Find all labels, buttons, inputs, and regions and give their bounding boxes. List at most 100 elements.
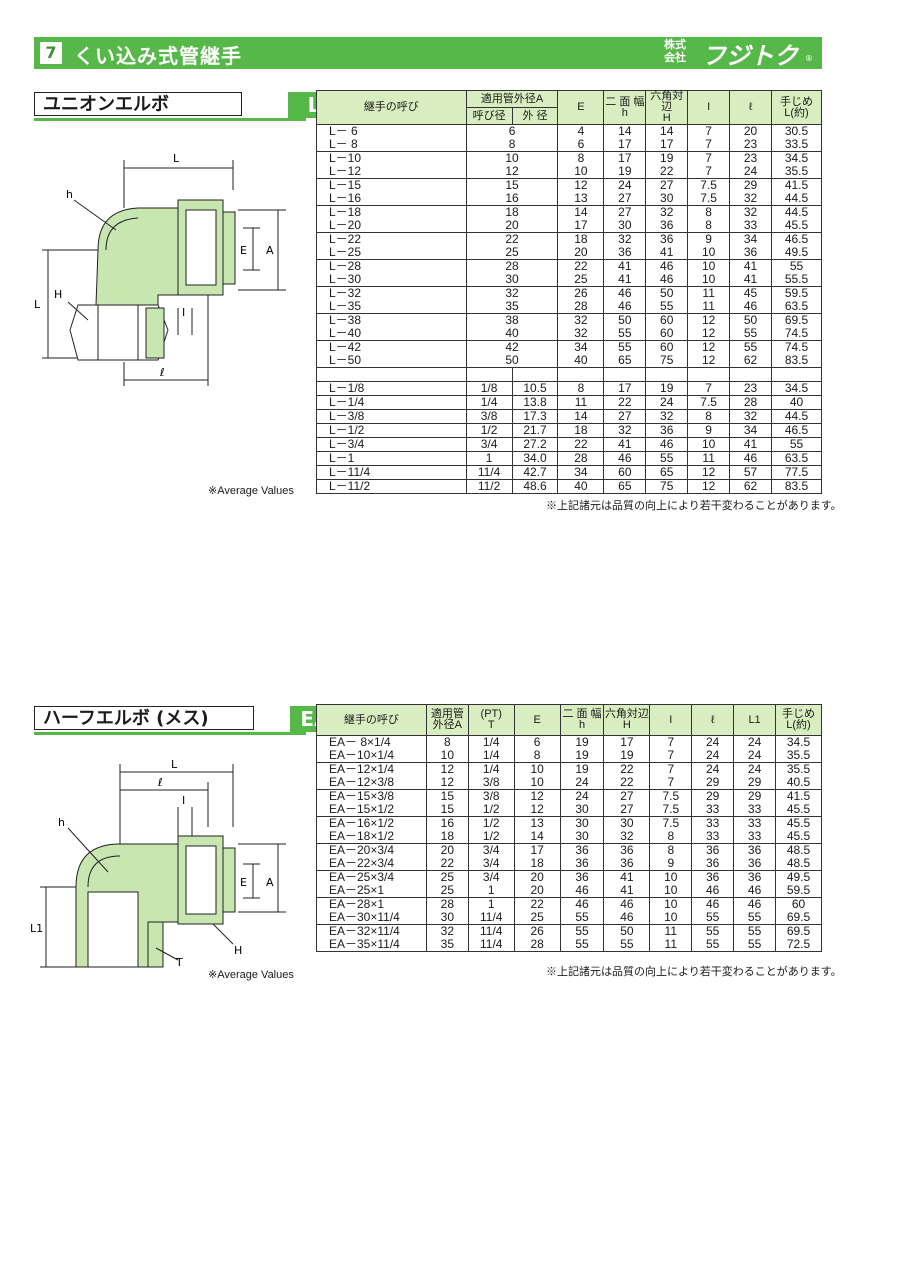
table-cell: 3/4 bbox=[467, 843, 515, 857]
fitting-designation-cell: L－22 bbox=[316, 232, 467, 246]
dim-label-E: E bbox=[240, 244, 247, 257]
table-cell: 8 bbox=[465, 138, 559, 152]
table-cell: 23 bbox=[729, 138, 773, 152]
col-header-tube-od: 適用管外径A bbox=[465, 90, 559, 108]
table-cell: 18 bbox=[513, 857, 561, 871]
table-cell: 41 bbox=[603, 437, 647, 452]
table-cell: 33 bbox=[733, 803, 777, 817]
dim-label-ell: ℓ bbox=[159, 366, 165, 379]
dim-label-h: h bbox=[66, 188, 73, 201]
table-cell: 19 bbox=[559, 762, 605, 776]
table-cell: 12 bbox=[513, 789, 561, 803]
col-header-ell: ℓ bbox=[729, 90, 773, 125]
table-cell: 41 bbox=[729, 437, 773, 452]
col-header-T: (PT)T bbox=[467, 704, 515, 736]
table-cell: 49.5 bbox=[771, 246, 822, 260]
table-cell: 36 bbox=[559, 857, 605, 871]
table-cell: 46.5 bbox=[771, 423, 822, 438]
blank-row-group bbox=[316, 367, 822, 382]
table-cell: 55 bbox=[771, 437, 822, 452]
col-header-E: E bbox=[513, 704, 561, 736]
table-cell: 45.5 bbox=[775, 803, 822, 817]
registered-mark: ® bbox=[805, 54, 813, 63]
table-cell: 27 bbox=[603, 803, 651, 817]
table-cell: 29 bbox=[733, 776, 777, 790]
table-cell: 55 bbox=[603, 327, 647, 341]
table-cell: 46 bbox=[645, 437, 689, 452]
table-cell: 55 bbox=[559, 911, 605, 925]
table-cell: 24 bbox=[691, 749, 735, 763]
table-cell: 19 bbox=[559, 749, 605, 763]
table-cell: 3/8 bbox=[467, 776, 515, 790]
table-cell: 8 bbox=[687, 205, 731, 219]
table-cell: 12 bbox=[687, 340, 731, 354]
table-cell: 36 bbox=[691, 843, 735, 857]
fitting-designation-cell: L－25 bbox=[316, 246, 467, 260]
table-cell: 65 bbox=[603, 354, 647, 368]
table-cell: 24 bbox=[691, 762, 735, 776]
table-cell: 20 bbox=[557, 246, 605, 260]
table-cell: 34 bbox=[729, 423, 773, 438]
dim-label-L-top: L bbox=[171, 758, 178, 771]
table-cell: 29 bbox=[691, 776, 735, 790]
table-cell: 22 bbox=[557, 259, 605, 273]
table-cell: 36 bbox=[691, 870, 735, 884]
table-cell: 8 bbox=[557, 381, 605, 396]
table-cell: 11/2 bbox=[465, 479, 513, 494]
table-cell: 17 bbox=[645, 138, 689, 152]
table-cell: 46 bbox=[603, 911, 651, 925]
table-cell: 36 bbox=[603, 246, 647, 260]
table-cell: 46.5 bbox=[771, 232, 822, 246]
table-cell: 36 bbox=[733, 857, 777, 871]
table-cell: 59.5 bbox=[771, 286, 822, 300]
table-cell: 50 bbox=[465, 354, 559, 368]
table-cell: 25 bbox=[557, 273, 605, 287]
table-cell: 41.5 bbox=[771, 178, 822, 192]
fitting-designation-cell: EA－16×1/2 bbox=[316, 816, 427, 830]
table-cell: 60 bbox=[603, 465, 647, 480]
table-cell: 18 bbox=[557, 423, 605, 438]
table-cell: 8 bbox=[513, 749, 561, 763]
table-cell: 36 bbox=[691, 857, 735, 871]
fitting-designation-cell: L－16 bbox=[316, 192, 467, 206]
table-cell: 10 bbox=[687, 259, 731, 273]
table-cell: 41 bbox=[729, 259, 773, 273]
table-cell: 6 bbox=[557, 138, 605, 152]
table-cell: 69.5 bbox=[775, 924, 822, 938]
table-cell: 40.5 bbox=[775, 776, 822, 790]
fitting-designation-cell: L－30 bbox=[316, 273, 467, 287]
table-cell: 55 bbox=[691, 911, 735, 925]
fitting-designation-cell: L－42 bbox=[316, 340, 467, 354]
table-cell: 12 bbox=[687, 313, 731, 327]
section-name: ユニオンエルボ bbox=[34, 92, 242, 116]
table-cell: 35.5 bbox=[771, 165, 822, 179]
col-header-designation: 継手の呼び bbox=[316, 704, 427, 736]
table-cell: 17 bbox=[513, 843, 561, 857]
dim-label-E: E bbox=[240, 876, 247, 889]
table-cell: 27.2 bbox=[511, 437, 559, 452]
table-cell: 20 bbox=[729, 124, 773, 138]
fitting-designation-cell: EA－ 8×1/4 bbox=[316, 735, 427, 749]
table-cell: 10 bbox=[513, 776, 561, 790]
table-cell: 17 bbox=[557, 219, 605, 233]
table-cell: 20 bbox=[425, 843, 469, 857]
table-cell: 19 bbox=[645, 381, 689, 396]
table-cell: 11 bbox=[649, 924, 693, 938]
fitting-designation-cell: L－15 bbox=[316, 178, 467, 192]
table-cell: 35.5 bbox=[775, 762, 822, 776]
table-cell: 7 bbox=[649, 776, 693, 790]
table-cell: 33 bbox=[729, 219, 773, 233]
col-header-ell: ℓ bbox=[691, 704, 735, 736]
col-header-outer: 外 径 bbox=[511, 107, 559, 125]
table-cell: 12 bbox=[465, 165, 559, 179]
table-cell: 32 bbox=[729, 192, 773, 206]
table-cell: 1/8 bbox=[465, 381, 513, 396]
